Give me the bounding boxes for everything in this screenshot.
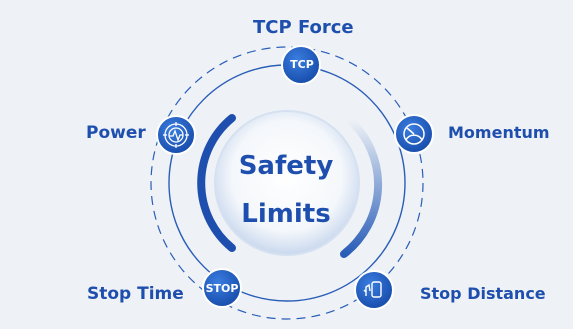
right-thick-arc — [340, 116, 383, 258]
node-tcp-force — [281, 45, 321, 85]
tcp-text-icon: TCP — [290, 58, 314, 71]
node-power — [156, 115, 196, 155]
node-momentum — [394, 114, 434, 154]
label-stop-time: Stop Time — [87, 284, 184, 304]
outer-dashed-ring — [150, 46, 424, 320]
label-power: Power — [86, 123, 146, 143]
label-momentum: Momentum — [448, 123, 550, 142]
gauge-icon — [403, 123, 425, 145]
stop-text-icon: STOP — [205, 282, 239, 295]
center-title-line2: Limits — [241, 199, 331, 229]
label-stop-distance: Stop Distance — [420, 284, 546, 303]
label-tcp-force: TCP Force — [253, 17, 354, 38]
left-thick-arc — [197, 114, 236, 252]
hand-phone-icon — [363, 281, 382, 298]
center-disc — [214, 110, 360, 256]
node-stop-distance — [354, 270, 394, 310]
center-title-line1: Safety — [238, 151, 334, 181]
pulse-target-icon — [163, 122, 189, 148]
node-stop-time — [202, 268, 242, 308]
